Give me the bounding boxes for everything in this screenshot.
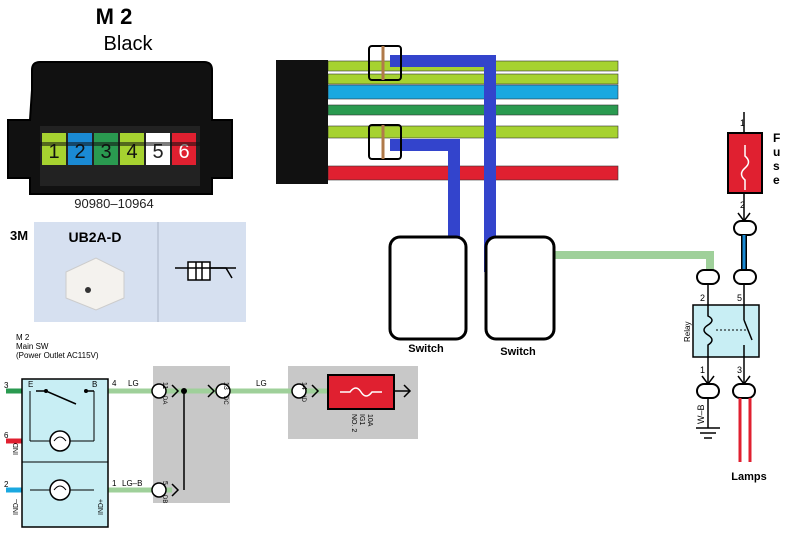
svg-text:11: 11 <box>161 382 168 389</box>
feed-wire <box>552 251 714 272</box>
pin-6: 6 <box>4 431 9 440</box>
svg-text:5: 5 <box>152 141 163 163</box>
connector-11-da: 11 DA <box>151 382 180 404</box>
fuse-pin-1: 1 <box>740 118 745 128</box>
switch-left-label: Switch <box>408 343 444 355</box>
splice-photo <box>65 257 125 311</box>
harness-wires <box>327 60 619 181</box>
svg-text:2: 2 <box>74 141 85 163</box>
pin-2: 2 <box>4 480 9 489</box>
switch-right <box>484 235 556 341</box>
switch-title: M 2 <box>16 333 30 342</box>
ground-icon <box>696 427 720 439</box>
connector-5-db: 5 DB <box>151 481 180 503</box>
relay-input-terminal <box>696 269 720 285</box>
terminal-b: B <box>92 380 97 389</box>
relay-pin-1: 1 <box>700 365 705 375</box>
fuse-pin-2: 2 <box>740 200 745 210</box>
harness-wire-6 <box>327 165 619 181</box>
harness-connector-block <box>276 60 328 184</box>
relay-pin-3: 3 <box>737 365 742 375</box>
connector-pin-4: 4 <box>120 133 144 165</box>
tap-splice-top <box>368 45 402 81</box>
connector-pin-6: 6 <box>172 133 196 165</box>
wire-lgb: LG–B <box>122 479 142 488</box>
splice-brand: 3M <box>10 228 28 243</box>
svg-text:DC: DC <box>222 396 228 405</box>
fuse-circuit: IG1 <box>358 414 365 425</box>
connector-pin-1: 1 <box>42 133 66 165</box>
splice-symbol-icon <box>175 261 236 281</box>
connector-color-label: Black <box>104 33 154 55</box>
switch-left <box>388 235 468 341</box>
splice-card: 3M UB2A-D <box>10 222 246 322</box>
lamps-label: Lamps <box>731 471 766 483</box>
svg-text:ID: ID <box>300 396 306 403</box>
svg-text:DB: DB <box>161 495 167 503</box>
relay-label: Relay <box>683 322 692 342</box>
svg-text:6: 6 <box>178 141 189 163</box>
terminal-ind-minus: IND– <box>13 499 20 515</box>
wire-lg: LG <box>128 379 139 388</box>
relay-pin-2: 2 <box>700 293 705 303</box>
harness-wire-5 <box>327 125 619 139</box>
svg-text:4: 4 <box>126 141 137 163</box>
switch-subtitle: Main SW <box>16 342 49 351</box>
indicator-lamp-icon-lower <box>49 479 71 501</box>
connector-13-dc: 13 DC <box>207 382 231 405</box>
fuse-number: NO. 2 <box>350 414 357 432</box>
relay-pin-5: 5 <box>737 293 742 303</box>
pin-3: 3 <box>4 381 9 390</box>
svg-text:1: 1 <box>48 141 59 163</box>
terminal-ind-plus: IND+ <box>98 499 105 515</box>
pin-4: 4 <box>112 379 117 388</box>
svg-text:DA: DA <box>161 396 167 404</box>
switch-right-label: Switch <box>500 346 536 358</box>
fuse-bottom-terminal <box>733 220 757 236</box>
svg-text:3: 3 <box>100 141 111 163</box>
fuse-rating: 10A <box>366 414 373 427</box>
svg-text:5: 5 <box>161 481 168 485</box>
ground-wire-label: W–B <box>696 404 706 424</box>
connector-pin-3: 3 <box>94 133 118 165</box>
switch-note: (Power Outlet AC115V) <box>16 351 99 360</box>
schematic: M 2 Main SW (Power Outlet AC115V) <box>4 333 418 528</box>
tap-splice-lower <box>368 124 402 160</box>
indicator-lamp-icon <box>49 430 71 452</box>
harness-wire-3 <box>327 84 619 100</box>
terminal-ind: IND <box>13 443 20 455</box>
wire-lg-2: LG <box>256 379 267 388</box>
connector-pin-5: 5 <box>146 133 170 165</box>
jumper-wire-lower <box>390 139 460 272</box>
wire-harness: Switch Switch <box>276 45 714 358</box>
part-number: 90980–10964 <box>74 196 154 211</box>
svg-text:14: 14 <box>300 382 307 390</box>
connector-pin-2: 2 <box>68 133 92 165</box>
pin-1: 1 <box>112 479 117 488</box>
terminal-e: E <box>28 380 33 389</box>
splice-model: UB2A-D <box>69 229 122 245</box>
connector-14-id: 14 ID <box>291 382 320 403</box>
main-switch-body <box>21 378 109 528</box>
jumper-wire-top <box>390 55 496 272</box>
harness-wire-4 <box>327 104 619 116</box>
connector-code: M 2 <box>96 4 133 29</box>
svg-text:13: 13 <box>222 382 229 390</box>
